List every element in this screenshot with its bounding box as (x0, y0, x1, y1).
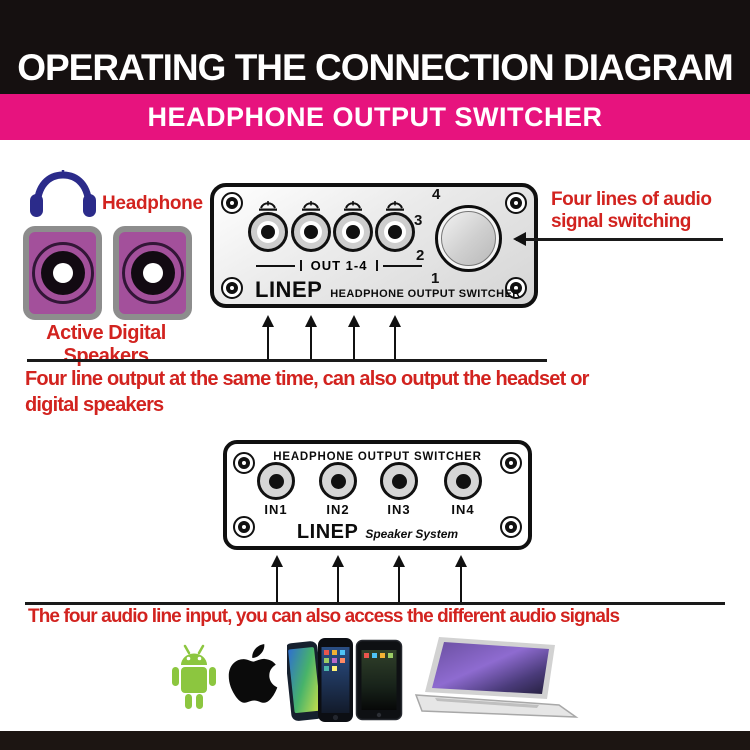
brand-logo: LINEP (296, 521, 359, 543)
level-gauge-icon (344, 201, 362, 211)
screw-icon (233, 516, 255, 538)
level-gauge-icon (386, 201, 404, 211)
up-arrow (388, 315, 402, 360)
knob-note: Four lines of audio signal switching (551, 189, 712, 232)
screw-icon (500, 516, 522, 538)
up-arrow (454, 555, 468, 603)
tablet-icon (355, 639, 403, 721)
speaker-ring (31, 242, 94, 304)
subtitle-bar: HEADPHONE OUTPUT SWITCHER (0, 94, 750, 140)
output-jack-2 (291, 212, 331, 252)
input-caption: The four audio line input, you can also … (28, 606, 620, 627)
knob-pointer-arrow (513, 232, 723, 246)
screw-icon (221, 277, 243, 299)
input-label-4: IN4 (451, 502, 475, 517)
speaker-left (23, 226, 102, 320)
level-gauge-icon (302, 201, 320, 211)
up-arrow (270, 555, 284, 603)
screw-icon (505, 192, 527, 214)
connection-line-1 (27, 359, 547, 362)
input-jack-4 (444, 462, 482, 500)
screw-icon (221, 192, 243, 214)
output-jack-4 (375, 212, 415, 252)
level-gauge-icon (259, 201, 277, 211)
input-jack-3 (380, 462, 418, 500)
input-label-1: IN1 (264, 502, 288, 517)
output-jack-1 (248, 212, 288, 252)
up-arrow (304, 315, 318, 360)
knob-scale-2: 2 (416, 247, 425, 264)
android-icon (172, 644, 216, 709)
knob-scale-1: 1 (431, 270, 440, 287)
out-range-label: OUT 1-4 (256, 258, 422, 273)
up-arrow (331, 555, 345, 603)
speaker-cone (130, 251, 175, 295)
brand-logo: LINEP (255, 277, 323, 302)
screw-icon (233, 452, 255, 474)
footer-bar (0, 731, 750, 750)
headphone-icon (30, 170, 96, 217)
screw-icon (500, 452, 522, 474)
input-jack-1 (257, 462, 295, 500)
up-arrow (261, 315, 275, 360)
headphone-label: Headphone (102, 193, 203, 214)
knob-scale-3: 3 (414, 212, 423, 229)
brand-row: LINEP HEADPHONE OUTPUT SWITCHER (255, 279, 521, 301)
output-caption: Four line output at the same time, can a… (25, 368, 589, 416)
laptop-icon (414, 637, 579, 718)
speaker-hole (52, 263, 73, 283)
input-label-3: IN3 (387, 502, 411, 517)
screw-icon (505, 277, 527, 299)
header-bar: OPERATING THE CONNECTION DIAGRAM (0, 0, 750, 94)
device2-title: HEADPHONE OUTPUT SWITCHER (273, 451, 482, 463)
speaker-hole (142, 263, 163, 283)
page-subtitle: HEADPHONE OUTPUT SWITCHER (147, 101, 603, 132)
out-label: OUT 1-4 (310, 258, 368, 273)
input-label-2: IN2 (326, 502, 350, 517)
brand-row: LINEP Speaker System (227, 522, 528, 542)
up-arrow (392, 555, 406, 603)
brand-tagline: Speaker System (365, 527, 459, 541)
switcher-rear-panel: HEADPHONE OUTPUT SWITCHER IN1 IN2 IN3 IN… (223, 440, 532, 550)
page-title: OPERATING THE CONNECTION DIAGRAM (17, 47, 734, 88)
speaker-right (113, 226, 192, 320)
input-jack-2 (319, 462, 357, 500)
speaker-cone (40, 251, 85, 295)
smartphones-icon (287, 638, 353, 722)
selector-knob (435, 205, 502, 272)
connection-line-2 (25, 602, 725, 605)
knob-scale-4: 4 (432, 186, 441, 203)
device-name: HEADPHONE OUTPUT SWITCHER (330, 288, 521, 300)
up-arrow (347, 315, 361, 360)
switcher-front-panel: OUT 1-4 4 3 2 1 LINEP HEADPHONE OUTPUT S… (210, 183, 538, 308)
speaker-ring (121, 242, 184, 304)
output-jack-3 (333, 212, 373, 252)
apple-icon (228, 644, 278, 703)
